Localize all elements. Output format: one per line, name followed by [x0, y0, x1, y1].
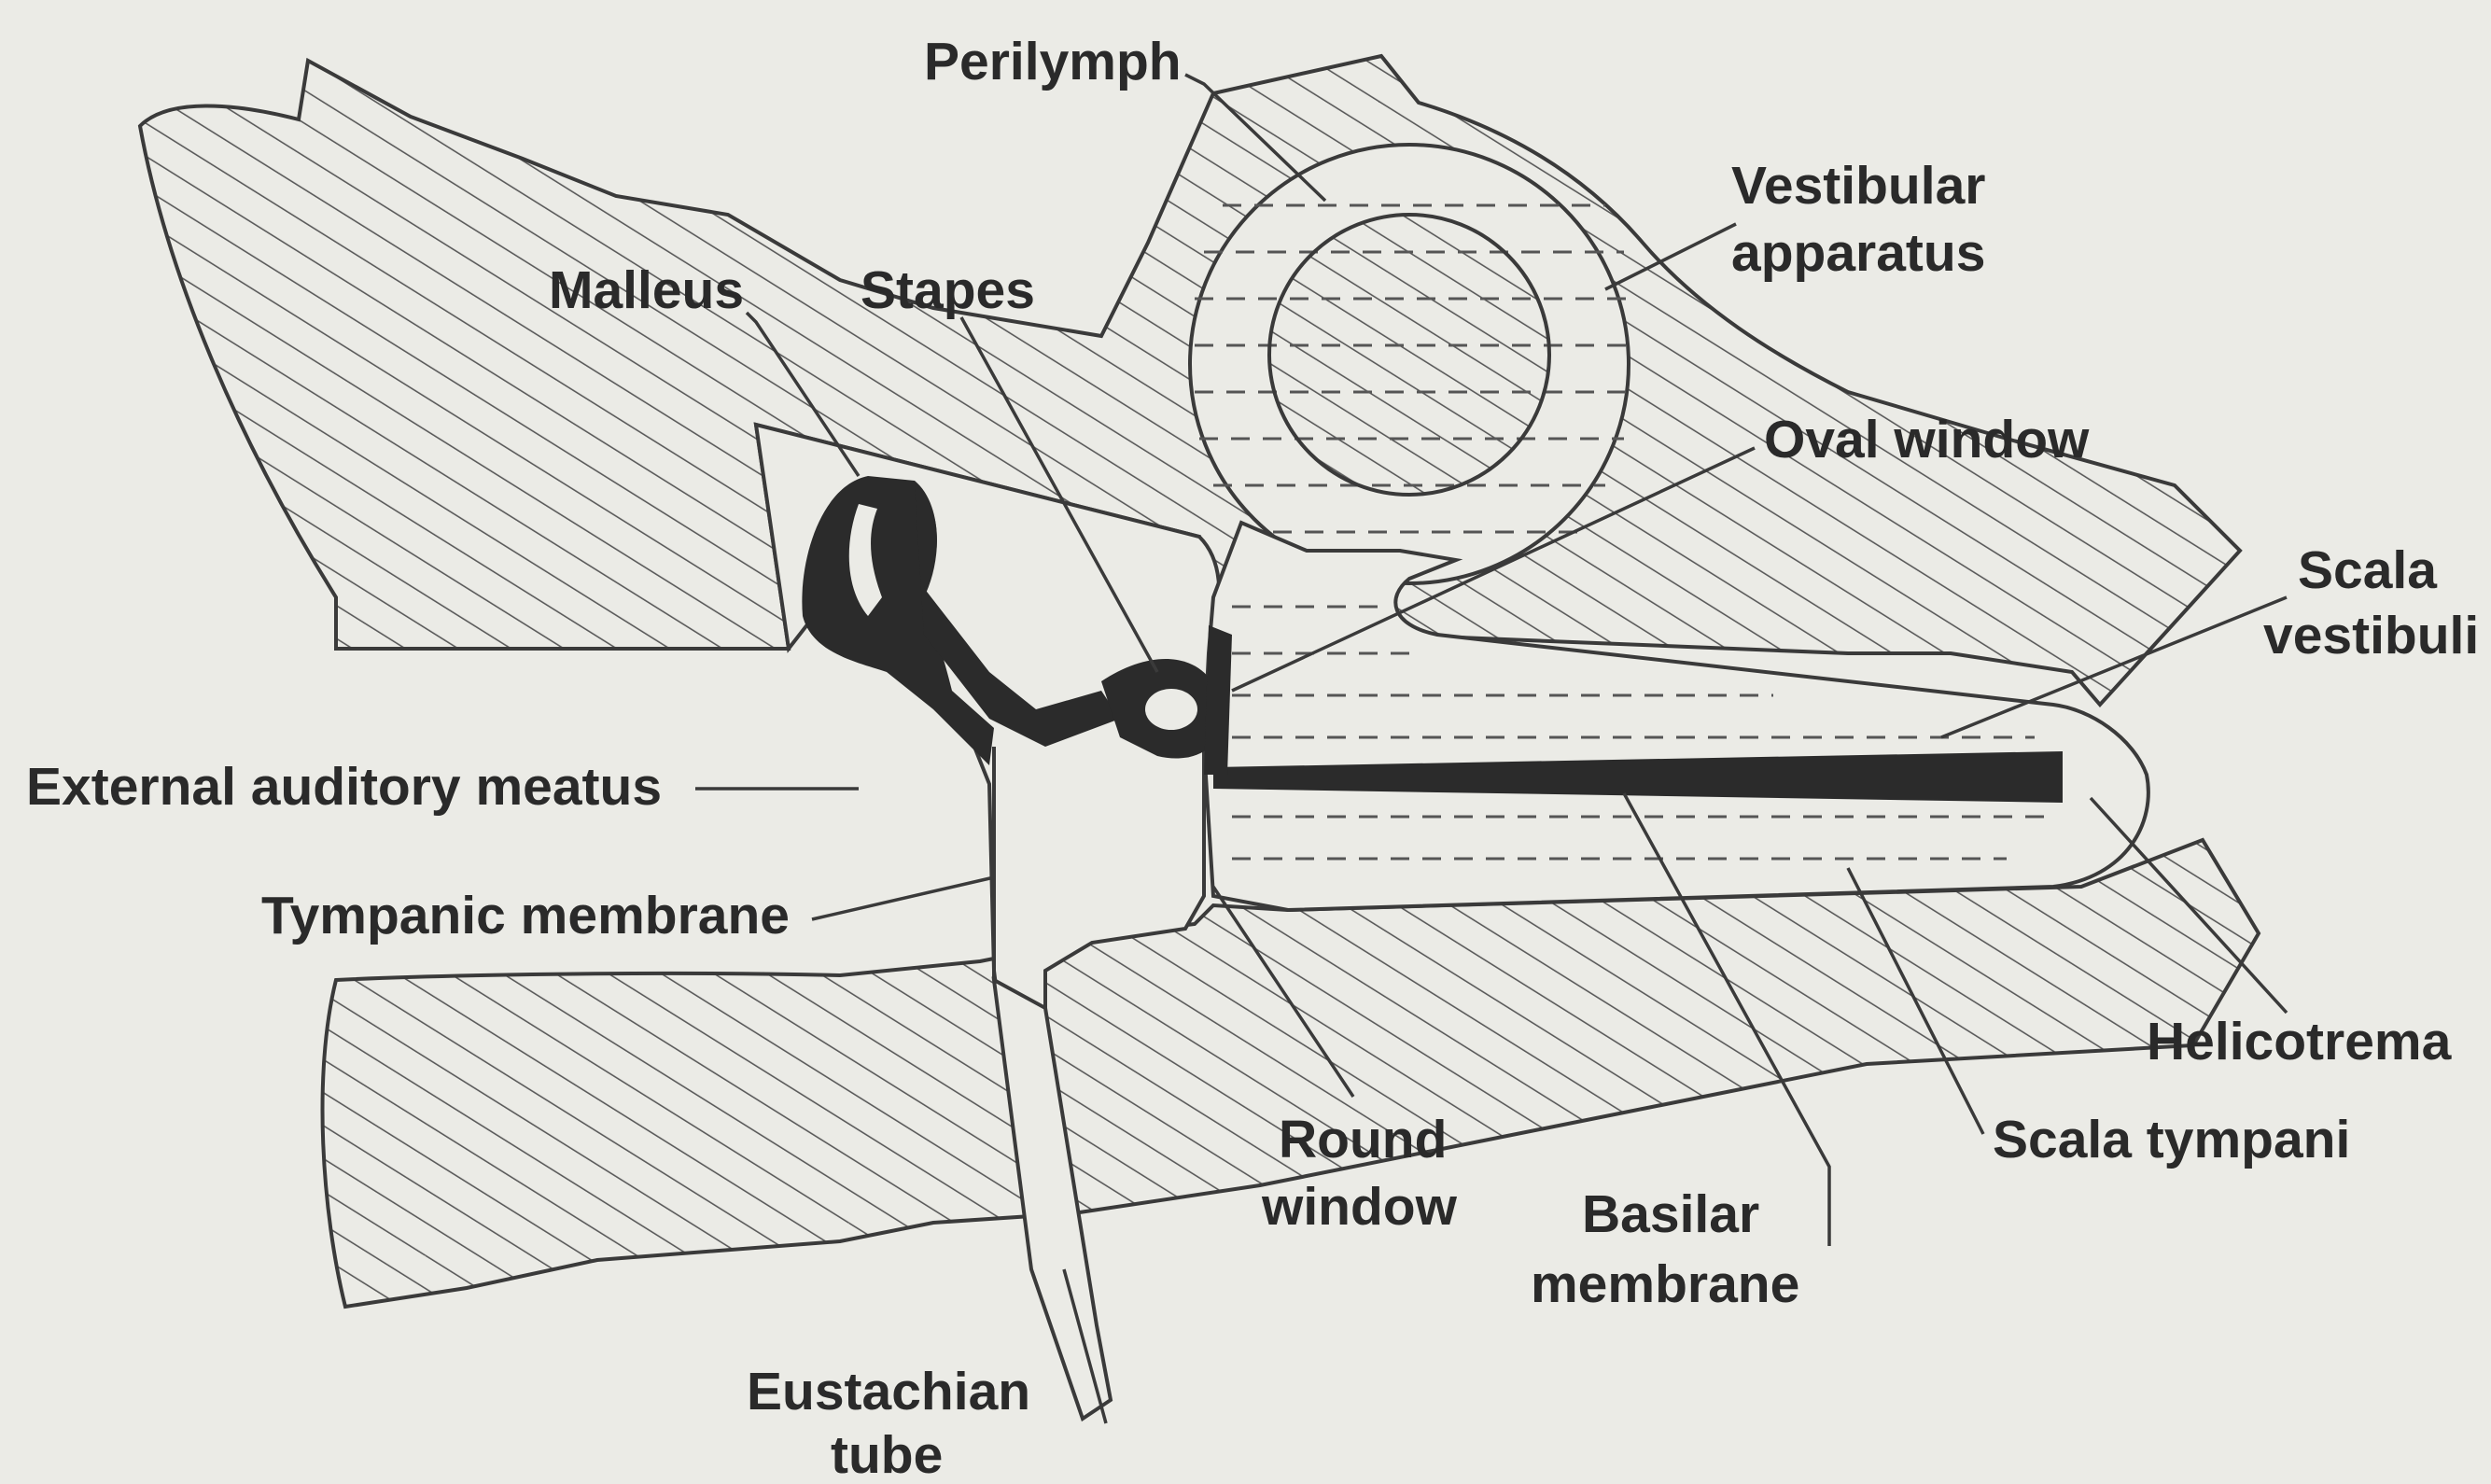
label-tympanic-membrane: Tympanic membrane [261, 886, 790, 945]
label-basilar-membrane-line2: membrane [1531, 1254, 1799, 1314]
label-vestibular-apparatus-line1: Vestibular [1731, 156, 1985, 216]
label-round-window-line1: Round [1279, 1110, 1447, 1169]
label-malleus: Malleus [549, 260, 744, 320]
label-oval-window: Oval window [1764, 410, 2090, 469]
vestibular-inner [1269, 215, 1549, 495]
label-helicotrema: Helicotrema [2147, 1012, 2453, 1071]
label-basilar-membrane-line1: Basilar [1582, 1184, 1759, 1244]
label-eustachian-tube-line2: tube [831, 1425, 943, 1484]
label-scala-vestibuli-line2: vestibuli [2263, 606, 2479, 665]
label-scala-vestibuli-line1: Scala [2298, 540, 2438, 600]
label-perilymph: Perilymph [924, 32, 1182, 91]
label-vestibular-apparatus-line2: apparatus [1731, 223, 1985, 283]
label-scala-tympani: Scala tympani [1993, 1110, 2350, 1169]
label-eustachian-tube-line1: Eustachian [747, 1362, 1030, 1421]
label-external-auditory-meatus: External auditory meatus [26, 757, 662, 817]
label-round-window-line2: window [1261, 1177, 1458, 1237]
label-stapes: Stapes [861, 260, 1035, 320]
